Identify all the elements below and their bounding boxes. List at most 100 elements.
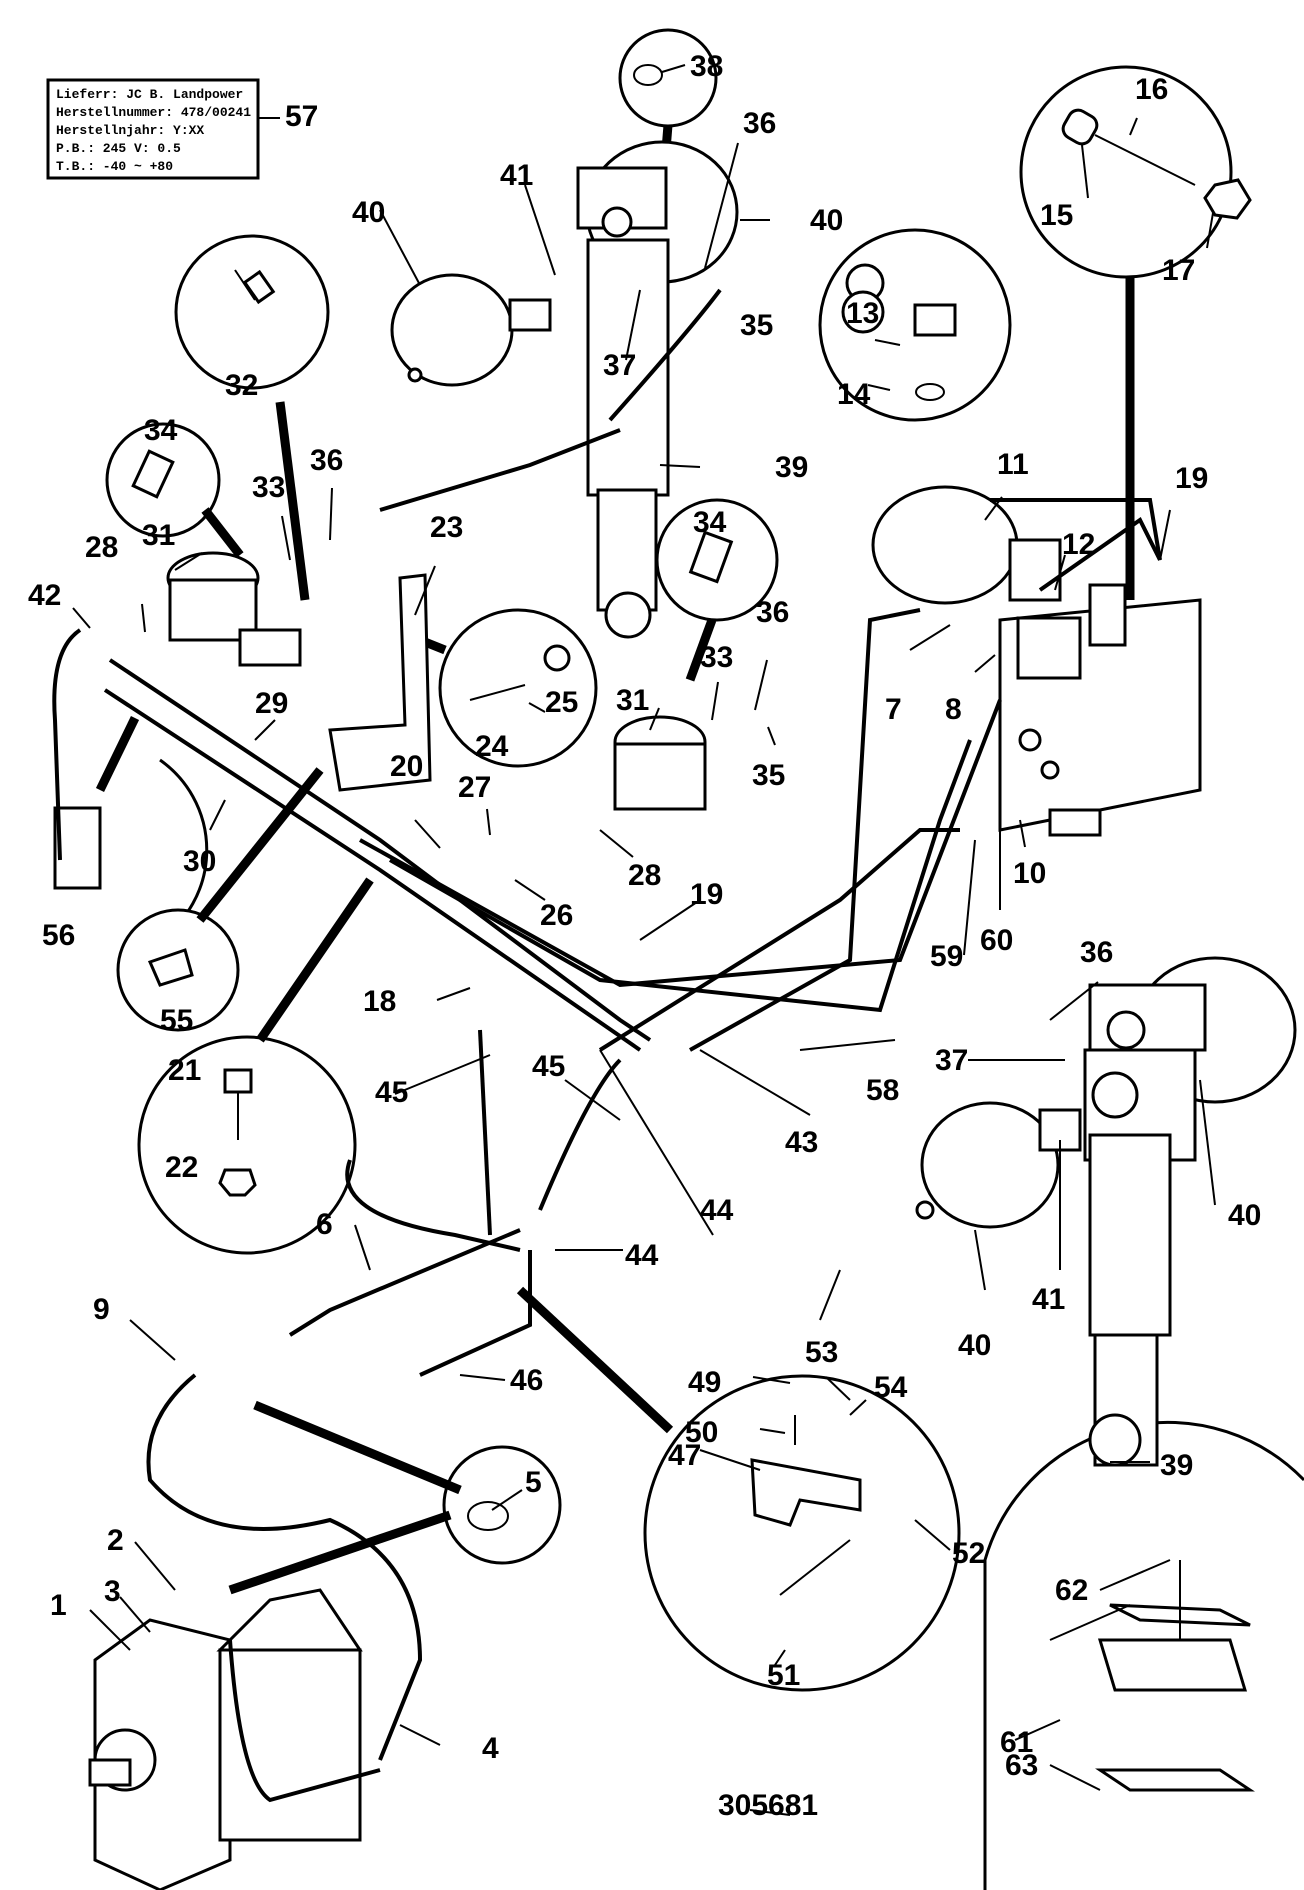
callout-50: 50 bbox=[685, 1416, 718, 1449]
callout-36c: 36 bbox=[756, 596, 789, 629]
callout-44a: 44 bbox=[700, 1194, 734, 1227]
plate-line-2: Herstellnummer: 478/00241 bbox=[56, 105, 251, 120]
callout-16: 16 bbox=[1135, 73, 1168, 106]
callout-17: 17 bbox=[1162, 254, 1195, 287]
callout-45a: 45 bbox=[375, 1076, 408, 1109]
callout-11: 11 bbox=[997, 448, 1029, 481]
callout-60: 60 bbox=[980, 924, 1013, 957]
callout-6: 6 bbox=[316, 1208, 333, 1241]
callout-47: 47 bbox=[668, 1439, 701, 1472]
callout-4: 4 bbox=[482, 1732, 499, 1765]
plate-line-5: T.B.: -40 ~ +80 bbox=[56, 159, 173, 174]
callout-45b: 45 bbox=[532, 1050, 565, 1083]
plate-line-4: P.B.: 245 V: 0.5 bbox=[56, 141, 181, 156]
callout-10: 10 bbox=[1013, 857, 1046, 890]
callout-40b: 40 bbox=[810, 204, 843, 237]
callout-55: 55 bbox=[160, 1004, 193, 1037]
callout-38: 38 bbox=[690, 50, 723, 83]
callout-19b: 19 bbox=[690, 878, 723, 911]
data-plate: Lieferr: JC B. Landpower Herstellnummer:… bbox=[46, 78, 318, 180]
callout-41a: 41 bbox=[500, 159, 533, 192]
callout-25: 25 bbox=[545, 686, 578, 719]
callout-39a: 39 bbox=[775, 451, 808, 484]
hydraulic-pump bbox=[88, 1588, 363, 1890]
callout-43: 43 bbox=[785, 1126, 818, 1159]
callout-40c: 40 bbox=[1228, 1199, 1261, 1232]
callout-31a: 31 bbox=[142, 519, 175, 552]
callout-29: 29 bbox=[255, 687, 288, 720]
callout-35a: 35 bbox=[740, 309, 773, 342]
callout-54: 54 bbox=[874, 1371, 908, 1404]
callout-19a: 19 bbox=[1175, 462, 1208, 495]
callout-7: 7 bbox=[885, 693, 902, 726]
detail-circles bbox=[53, 28, 1304, 1890]
callout-15: 15 bbox=[1040, 199, 1073, 232]
callout-5: 5 bbox=[525, 1466, 542, 1499]
callout-28a: 28 bbox=[85, 531, 118, 564]
callout-36a: 36 bbox=[743, 107, 776, 140]
callout-27: 27 bbox=[458, 771, 491, 804]
callout-46: 46 bbox=[510, 1364, 543, 1397]
callout-13: 13 bbox=[846, 297, 879, 330]
callout-39b: 39 bbox=[1160, 1449, 1193, 1482]
callout-53: 53 bbox=[805, 1336, 838, 1369]
callout-63: 63 bbox=[1005, 1749, 1038, 1782]
callout-36b: 36 bbox=[310, 444, 343, 477]
callout-33a: 33 bbox=[252, 471, 285, 504]
callout-33b: 33 bbox=[700, 641, 733, 674]
callout-44b: 44 bbox=[625, 1239, 659, 1272]
lower-cylinder-assembly bbox=[915, 956, 1297, 1467]
callout-42: 42 bbox=[28, 579, 61, 612]
callout-49: 49 bbox=[688, 1366, 721, 1399]
callout-2: 2 bbox=[107, 1524, 124, 1557]
callout-40a: 40 bbox=[352, 196, 385, 229]
callout-36d: 36 bbox=[1080, 936, 1113, 969]
callout-40d: 40 bbox=[958, 1329, 991, 1362]
callout-3: 3 bbox=[104, 1575, 121, 1608]
callout-35b: 35 bbox=[752, 759, 785, 792]
callout-59: 59 bbox=[930, 940, 963, 973]
plate-line-1: Lieferr: JC B. Landpower bbox=[56, 87, 243, 102]
callout-26: 26 bbox=[540, 899, 573, 932]
callout-1: 1 bbox=[50, 1589, 67, 1622]
valve-block-assembly bbox=[871, 485, 1202, 837]
callout-22: 22 bbox=[165, 1151, 198, 1184]
callout-30: 30 bbox=[183, 845, 216, 878]
callout-57: 57 bbox=[285, 100, 318, 133]
callout-24: 24 bbox=[475, 730, 509, 763]
callout-8: 8 bbox=[945, 693, 962, 726]
leader-lines bbox=[72, 117, 1216, 1816]
callout-28b: 28 bbox=[628, 859, 661, 892]
callout-58: 58 bbox=[866, 1074, 899, 1107]
callout-18: 18 bbox=[363, 985, 396, 1018]
callout-52: 52 bbox=[952, 1537, 985, 1570]
callout-51: 51 bbox=[767, 1659, 800, 1692]
detail-pointers bbox=[95, 124, 1135, 1595]
drawing-number: 305681 bbox=[718, 1789, 818, 1822]
hoses-and-pipes bbox=[52, 288, 1162, 1803]
callout-41b: 41 bbox=[1032, 1283, 1065, 1316]
brackets bbox=[238, 573, 432, 792]
callout-9: 9 bbox=[93, 1293, 110, 1326]
callout-13-ring bbox=[841, 290, 885, 334]
callout-62: 62 bbox=[1055, 1574, 1088, 1607]
filter-center bbox=[613, 715, 707, 811]
callout-34b: 34 bbox=[693, 506, 727, 539]
callout-56: 56 bbox=[42, 919, 75, 952]
callout-34a: 34 bbox=[144, 414, 178, 447]
callout-14: 14 bbox=[837, 378, 871, 411]
callout-20: 20 bbox=[390, 750, 423, 783]
upper-cylinder-assembly bbox=[390, 140, 739, 639]
callout-37b: 37 bbox=[935, 1044, 968, 1077]
callouts: 1 2 3 4 5 6 7 8 9 10 11 12 13 14 15 16 1… bbox=[28, 50, 1261, 1822]
callout-23: 23 bbox=[430, 511, 463, 544]
callout-12: 12 bbox=[1062, 528, 1095, 561]
callout-61: 61 bbox=[1000, 1726, 1033, 1759]
callout-31b: 31 bbox=[616, 684, 649, 717]
callout-21: 21 bbox=[168, 1054, 201, 1087]
callout-32: 32 bbox=[225, 369, 258, 402]
callout-37a: 37 bbox=[603, 349, 636, 382]
plate-line-3: Herstellnjahr: Y:XX bbox=[56, 123, 204, 138]
